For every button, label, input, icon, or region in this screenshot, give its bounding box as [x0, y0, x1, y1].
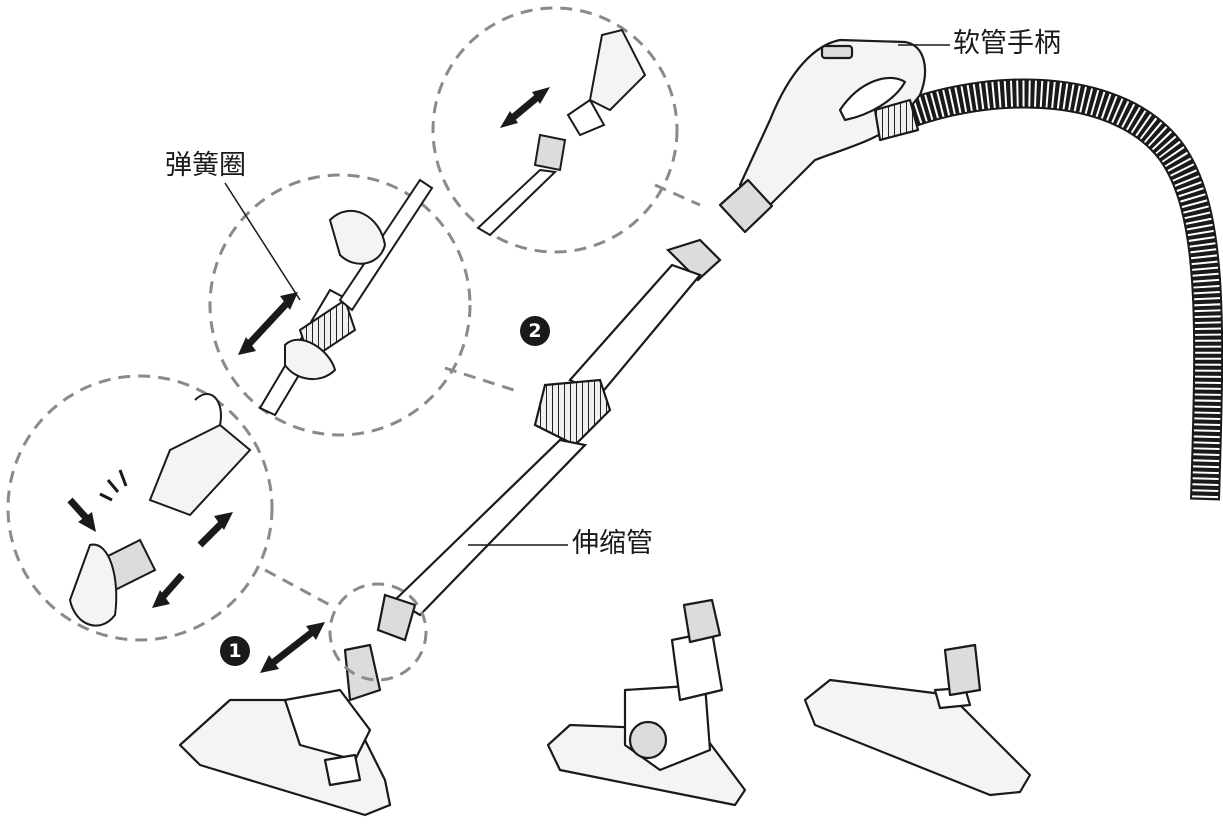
floor-nozzle-turbo	[546, 598, 747, 807]
detail-circle-nozzle-connection	[6, 374, 428, 682]
push-pull-arrow-spring	[238, 292, 298, 355]
push-pull-arrow-top	[500, 87, 550, 128]
floor-nozzle-main	[178, 643, 392, 817]
flexible-hose	[899, 78, 1223, 501]
telescopic-tube-drawing	[376, 238, 722, 642]
separate-arrows	[152, 512, 233, 608]
telescopic-tube-label: 伸缩管	[572, 528, 653, 559]
hose-handle-label: 软管手柄	[953, 28, 1061, 59]
push-pull-arrow-step1	[260, 622, 325, 673]
floor-nozzle-flat	[803, 643, 1032, 797]
push-down-arrow	[67, 497, 96, 532]
detail-circle-spring-ring	[208, 173, 521, 437]
spring-ring-leader-line	[224, 182, 301, 301]
spring-ring-label: 弹簧圈	[165, 150, 246, 181]
step-2-badge: 2	[520, 316, 550, 346]
hose-handle	[718, 38, 927, 234]
click-mark	[99, 469, 128, 502]
detail-circle-hose-connection	[431, 6, 701, 254]
step-1-badge: 1	[220, 636, 250, 666]
